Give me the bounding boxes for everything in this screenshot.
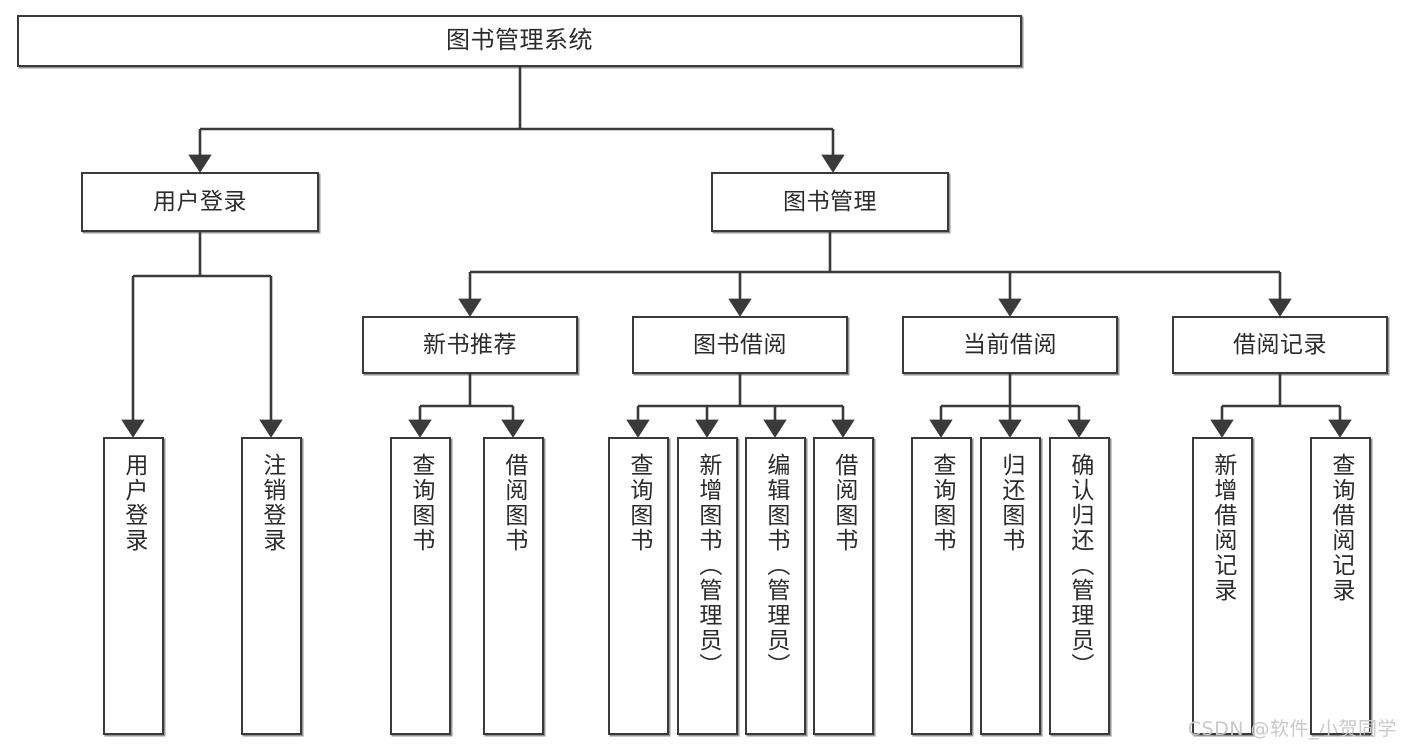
leaf-borrow-record-query[interactable]: 查询借阅记录: [1310, 437, 1371, 735]
node-book-management[interactable]: 图书管理: [711, 172, 949, 232]
node-label: 新增借阅记录: [1209, 453, 1236, 603]
node-label: 归还图书: [997, 453, 1024, 553]
node-label: 查询图书: [407, 453, 434, 553]
node-label: 当前借阅: [963, 331, 1057, 358]
leaf-current-borrow-query[interactable]: 查询图书: [911, 437, 972, 735]
node-root-book-management-system[interactable]: 图书管理系统: [17, 15, 1022, 67]
leaf-user-login-signin[interactable]: 用户登录: [103, 437, 164, 735]
node-label: 借阅图书: [500, 453, 527, 553]
leaf-current-borrow-confirm-return[interactable]: 确认归还（管理员）: [1049, 437, 1110, 735]
node-label: 新增图书（管理员）: [694, 453, 721, 678]
node-label: 图书管理: [783, 188, 877, 215]
node-label: 查询借阅记录: [1327, 453, 1354, 603]
node-label: 注销登录: [258, 453, 285, 553]
leaf-current-borrow-return[interactable]: 归还图书: [980, 437, 1041, 735]
csdn-watermark: CSDN @软件_小贺同学: [1187, 718, 1397, 740]
node-label: 查询图书: [928, 453, 955, 553]
node-label: 图书管理系统: [446, 26, 593, 55]
node-label: 借阅记录: [1233, 331, 1327, 358]
node-label: 借阅图书: [830, 453, 857, 553]
node-current-borrow[interactable]: 当前借阅: [902, 316, 1118, 374]
node-label: 确认归还（管理员）: [1066, 453, 1093, 678]
leaf-borrow-record-add[interactable]: 新增借阅记录: [1192, 437, 1253, 735]
node-user-login[interactable]: 用户登录: [81, 172, 319, 232]
leaf-new-book-query[interactable]: 查询图书: [390, 437, 451, 735]
node-label: 查询图书: [625, 453, 652, 553]
node-new-book-recommend[interactable]: 新书推荐: [362, 316, 578, 374]
node-label: 用户登录: [153, 188, 247, 215]
leaf-book-borrow-add[interactable]: 新增图书（管理员）: [677, 437, 738, 735]
leaf-book-borrow-query[interactable]: 查询图书: [608, 437, 669, 735]
leaf-new-book-borrow[interactable]: 借阅图书: [483, 437, 544, 735]
leaf-user-login-signout[interactable]: 注销登录: [241, 437, 302, 735]
node-label: 图书借阅: [693, 331, 787, 358]
node-label: 编辑图书（管理员）: [762, 453, 789, 678]
leaf-book-borrow-edit[interactable]: 编辑图书（管理员）: [745, 437, 806, 735]
leaf-book-borrow-lend[interactable]: 借阅图书: [813, 437, 874, 735]
node-book-borrow[interactable]: 图书借阅: [632, 316, 848, 374]
node-label: 新书推荐: [423, 331, 517, 358]
node-borrow-record[interactable]: 借阅记录: [1172, 316, 1388, 374]
node-label: 用户登录: [120, 453, 147, 553]
